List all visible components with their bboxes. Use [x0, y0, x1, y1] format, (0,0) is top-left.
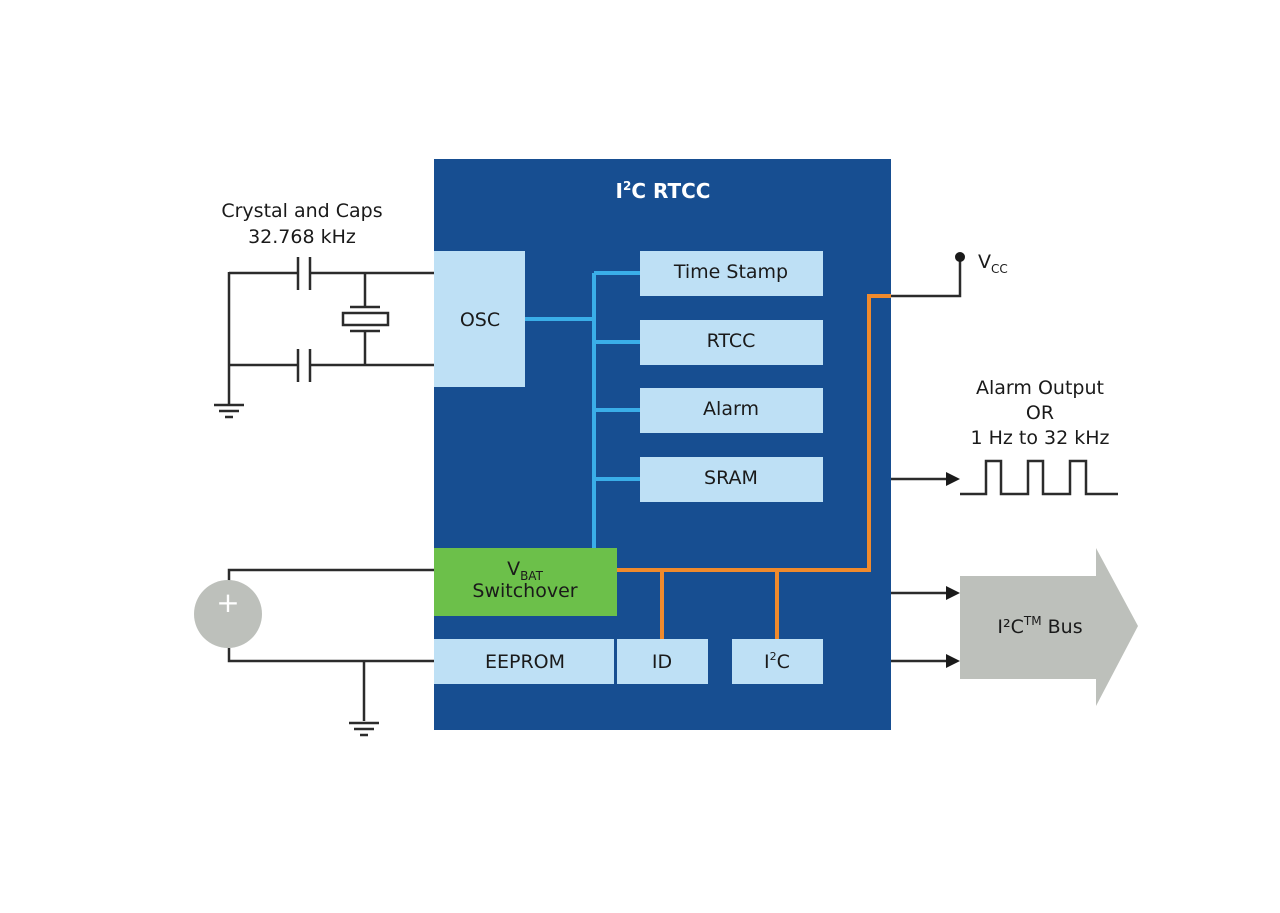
arrowhead-icon	[946, 472, 960, 486]
battery-icon	[194, 580, 262, 648]
i2c-bus-label: I²CTM Bus	[997, 614, 1082, 638]
eeprom-label: EEPROM	[485, 651, 565, 673]
clock-bus	[525, 271, 640, 548]
eeprom-block	[434, 639, 614, 684]
switchover-label: Switchover	[472, 580, 577, 602]
i2c-label: I2C	[764, 650, 790, 673]
crystal-label-line2: 32.768 kHz	[248, 226, 356, 248]
id-block	[617, 639, 708, 684]
ground-icon	[214, 403, 244, 419]
osc-block	[434, 251, 525, 387]
battery-plus-icon: +	[216, 586, 239, 619]
capacitor-bottom-icon	[296, 349, 312, 382]
i2c-bus-arrow	[960, 548, 1138, 706]
time-stamp-block	[640, 251, 823, 296]
time-stamp-label: Time Stamp	[673, 261, 788, 283]
id-label: ID	[652, 651, 672, 673]
square-wave-icon	[960, 459, 1118, 496]
chip-title: I2C RTCC	[616, 179, 711, 203]
vbat-label: VBAT	[507, 558, 544, 583]
osc-label: OSC	[460, 309, 500, 331]
sram-label: SRAM	[704, 467, 758, 489]
ground-icon	[349, 721, 379, 737]
crystal-circuit: Crystal and Caps 32.768 kHz	[214, 200, 434, 419]
crystal-icon	[341, 273, 390, 365]
rtcc-block	[640, 320, 823, 365]
vbat-switchover-block	[434, 548, 617, 616]
vcc-terminal-icon	[955, 252, 965, 262]
alarm-label: Alarm	[703, 398, 759, 420]
power-bus	[617, 294, 891, 640]
rtcc-label: RTCC	[707, 330, 756, 352]
vcc-label: VCC	[978, 251, 1008, 276]
battery-negative-wire	[227, 648, 434, 721]
battery-positive-wire	[227, 568, 434, 583]
alarm-output-label-line3: 1 Hz to 32 kHz	[970, 427, 1109, 449]
alarm-output-label-line1: Alarm Output	[976, 377, 1104, 399]
i2c-block	[732, 639, 823, 684]
arrowhead-icon	[946, 654, 960, 668]
sram-block	[640, 457, 823, 502]
arrowhead-icon	[946, 586, 960, 600]
alarm-output-label-line2: OR	[1026, 402, 1054, 424]
capacitor-top-icon	[296, 257, 312, 290]
crystal-label-line1: Crystal and Caps	[221, 200, 382, 222]
alarm-block	[640, 388, 823, 433]
vcc-wire	[891, 258, 962, 298]
